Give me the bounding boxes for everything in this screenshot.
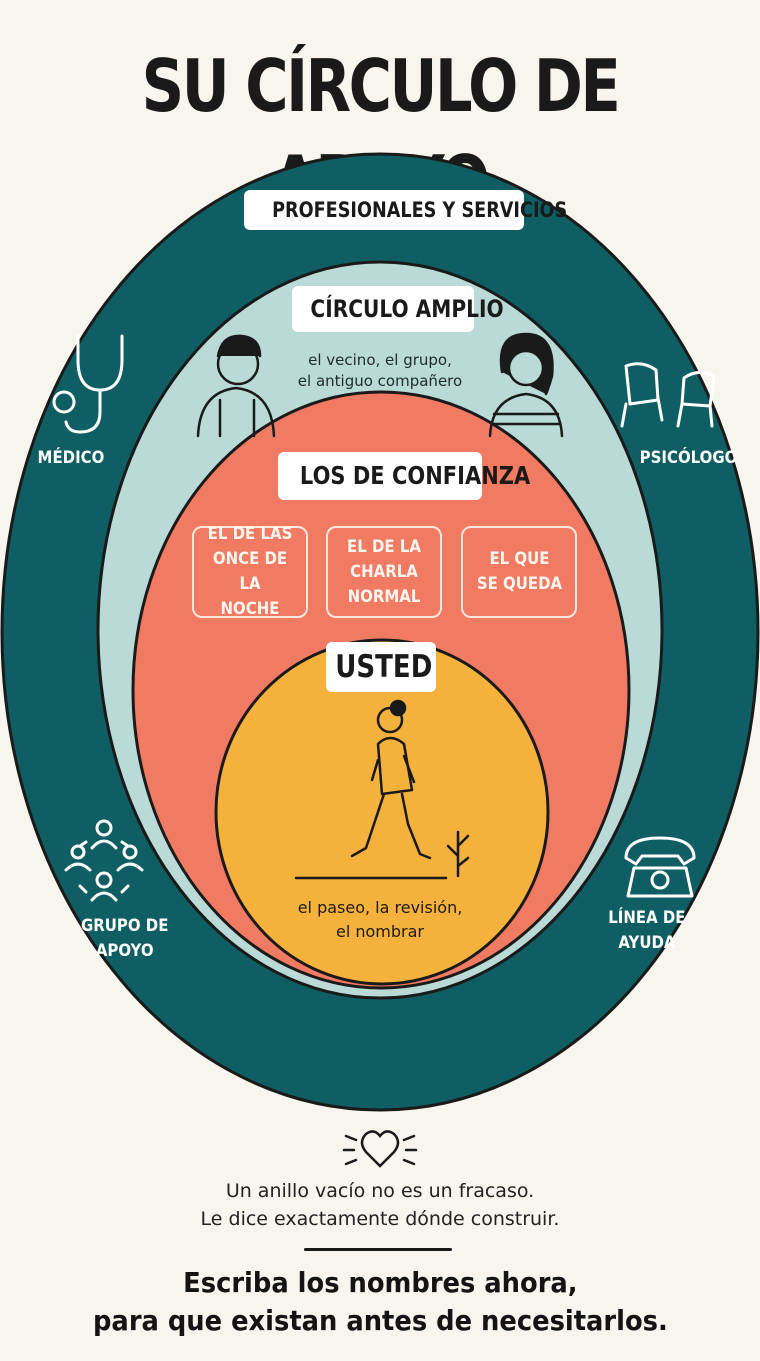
footer-message-line2: Le dice exactamente dónde construir. <box>200 1208 560 1230</box>
footer-divider <box>304 1248 452 1251</box>
trusted-box-stays: EL QUE SE QUEDA <box>461 526 577 618</box>
helpline-label: LÍNEA DE AYUDA <box>608 908 686 953</box>
person-woman-icon <box>488 332 564 438</box>
doctor-label: MÉDICO <box>37 448 105 468</box>
support-group-label: GRUPO DE APOYO <box>81 916 169 961</box>
footer-message-line1: Un anillo vacío no es un fracaso. <box>225 1180 535 1202</box>
telephone-icon <box>624 836 696 898</box>
wide-circle-caption: el vecino, el grupo, el antiguo compañer… <box>297 351 463 390</box>
stethoscope-icon <box>52 334 124 434</box>
call-to-action-line2: para que existan antes de necesitarlos. <box>92 1304 668 1337</box>
you-caption: el paseo, la revisión, el nombrar <box>297 898 463 941</box>
armchairs-icon <box>620 362 716 428</box>
person-man-icon <box>196 334 276 438</box>
heart-icon <box>342 1130 418 1168</box>
trusted-box-normal-talk: EL DE LA CHARLA NORMAL <box>326 526 442 618</box>
support-group-icon <box>64 819 144 902</box>
call-to-action-line1: Escriba los nombres ahora, <box>182 1266 578 1299</box>
walking-person-icon <box>294 699 470 880</box>
trusted-box-late-night: EL DE LAS ONCE DE LA NOCHE <box>192 524 308 619</box>
you-label: USTED <box>326 642 436 692</box>
professionals-label: PROFESIONALES Y SERVICIOS <box>244 190 567 230</box>
trusted-label: LOS DE CONFIANZA <box>278 452 530 500</box>
psychologist-label: PSICÓLOGO <box>640 448 738 468</box>
you-circle <box>214 638 550 986</box>
wide-circle-label: CÍRCULO AMPLIO <box>292 286 504 332</box>
